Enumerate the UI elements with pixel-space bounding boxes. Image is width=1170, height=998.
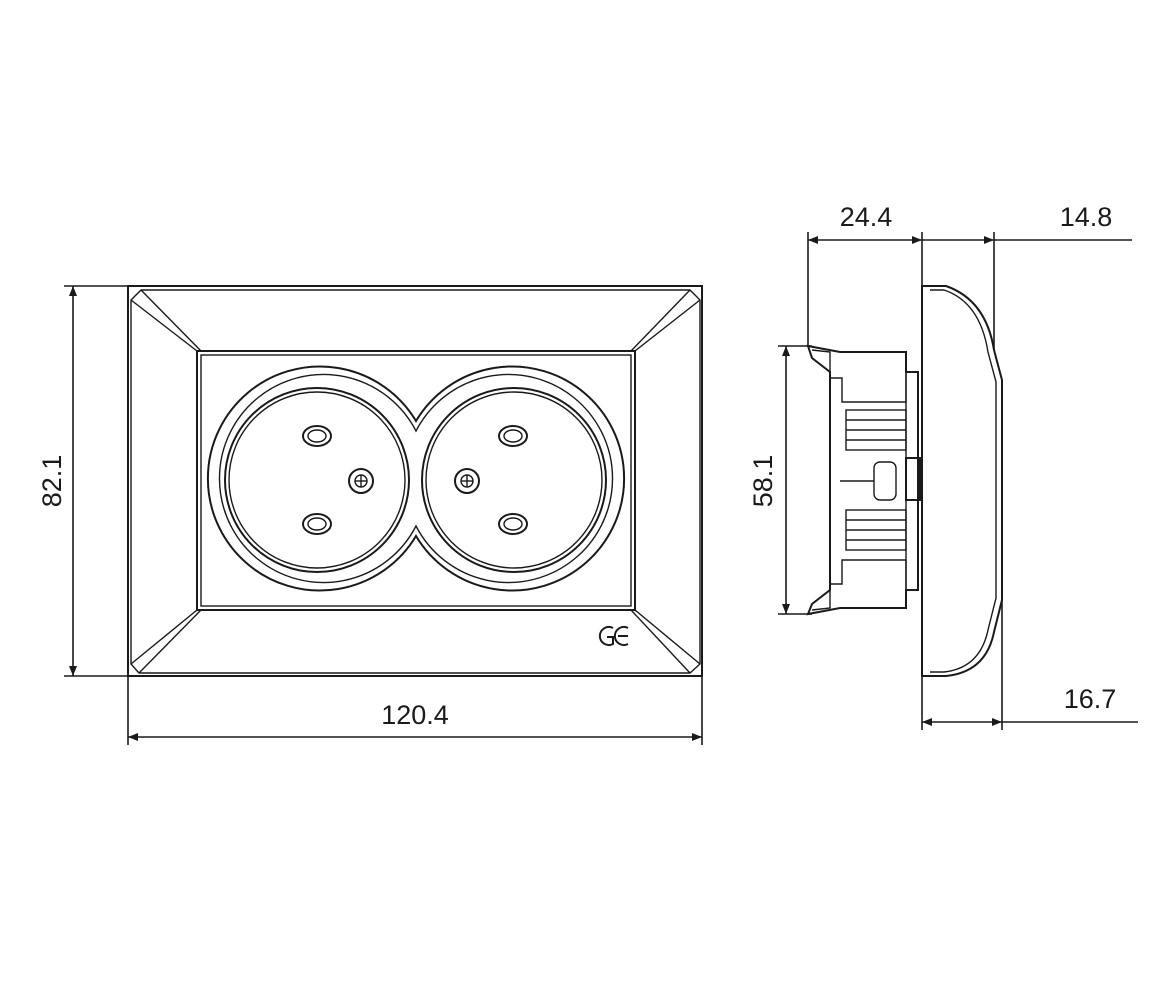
socket-left-face [224, 387, 410, 573]
socket-left-face-inner [228, 391, 406, 569]
pin-hole-top-right-inner [503, 429, 523, 443]
bevel-line-bl2 [138, 609, 202, 674]
side-view [806, 285, 1003, 677]
pin-hole-top-left-inner [307, 429, 327, 443]
side-cover-plate [921, 285, 1003, 677]
dim-front-height-label: 82.1 [37, 455, 67, 508]
bevel-line-bl [130, 609, 198, 665]
socket-pair-outline [206, 365, 626, 592]
dim-side-height-label: 58.1 [748, 455, 778, 508]
pin-hole-bottom-left [302, 513, 332, 535]
front-view [127, 285, 703, 677]
outer-frame [127, 285, 703, 677]
dim-side-cover-depth: 14.8 [922, 202, 1132, 350]
bevel-line-tr [634, 299, 701, 352]
pin-hole-bottom-left-inner [307, 517, 327, 531]
pin-hole-top-left [302, 425, 332, 447]
bevel-line-tl2 [140, 289, 202, 352]
side-center-screw [873, 461, 897, 501]
dim-side-base-depth: 24.4 [807, 202, 923, 346]
inner-panel-edge [200, 354, 632, 607]
inner-panel [196, 350, 636, 611]
side-upper-clip [811, 349, 907, 403]
dim-side-height: 58.1 [748, 345, 812, 615]
dim-front-height: 82.1 [37, 285, 128, 677]
side-lower-clip [811, 559, 907, 611]
side-mechanism-body [806, 344, 919, 616]
dim-front-width: 120.4 [127, 676, 703, 745]
earth-pin-right-icon [454, 468, 480, 494]
pin-hole-bottom-right-inner [503, 517, 523, 531]
pin-hole-top-right [498, 425, 528, 447]
earth-pin-left-icon [348, 468, 374, 494]
dim-front-width-label: 120.4 [381, 700, 449, 730]
bevel-line-tr2 [630, 289, 691, 352]
dim-side-bottom-depth: 16.7 [921, 600, 1138, 730]
socket-right-face-inner [425, 391, 603, 569]
socket-right [421, 387, 607, 573]
socket-left [224, 387, 410, 573]
bevel-line-br2 [630, 609, 691, 674]
dim-side-cover-depth-label: 14.8 [1060, 202, 1113, 232]
dim-side-base-depth-label: 24.4 [840, 202, 893, 232]
frame-bevel [130, 289, 701, 674]
socket-pair-outline-inner [218, 373, 614, 584]
bevel-line-tl [130, 299, 198, 352]
socket-right-face [421, 387, 607, 573]
dim-side-bottom-depth-label: 16.7 [1064, 684, 1117, 714]
pin-hole-bottom-right [498, 513, 528, 535]
ge-logo-icon [598, 626, 629, 646]
side-cover-plate-inner [930, 289, 997, 673]
bevel-line-br [634, 609, 701, 665]
